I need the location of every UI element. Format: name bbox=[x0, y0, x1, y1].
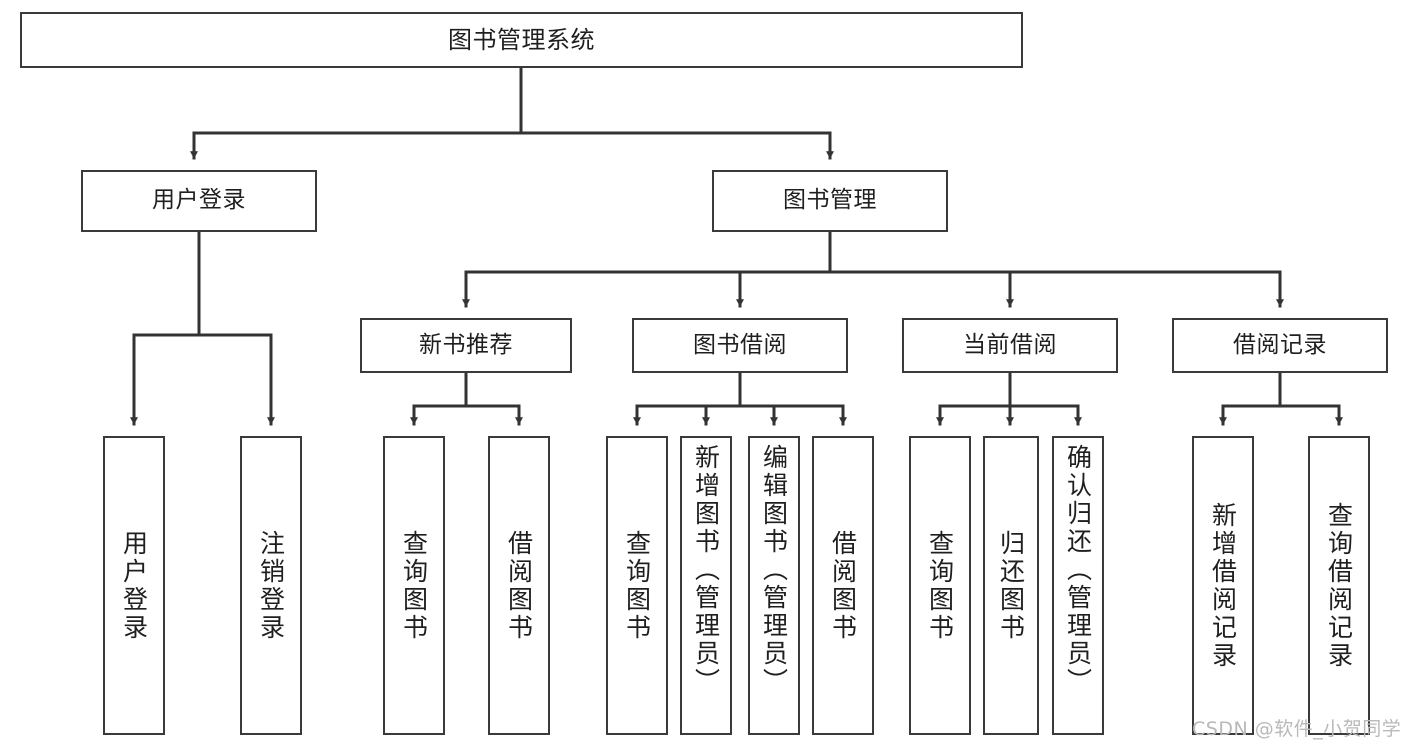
node-leaf-current-return-book[interactable]: 归还图书 bbox=[983, 436, 1039, 735]
node-leaf-borrow-edit-book-admin[interactable]: 编辑图书（管理员） bbox=[748, 436, 800, 735]
node-leaf-borrow-add-book-admin[interactable]: 新增图书（管理员） bbox=[680, 436, 732, 735]
node-label: 借阅图书 bbox=[828, 529, 858, 642]
node-label: 编辑图书（管理员） bbox=[759, 444, 789, 696]
node-root-system[interactable]: 图书管理系统 bbox=[20, 12, 1023, 68]
node-label: 新增借阅记录 bbox=[1208, 501, 1238, 670]
node-leaf-records-query-record[interactable]: 查询借阅记录 bbox=[1308, 436, 1370, 735]
node-label: 查询图书 bbox=[622, 529, 652, 642]
node-label: 确认归还（管理员） bbox=[1063, 444, 1093, 696]
node-label: 图书管理 bbox=[783, 187, 877, 214]
node-label: 新增图书（管理员） bbox=[691, 444, 721, 696]
csdn-watermark: CSDN @软件_小贺同学 bbox=[1192, 718, 1402, 740]
node-label: 用户登录 bbox=[152, 187, 246, 214]
node-label: 用户登录 bbox=[119, 529, 149, 642]
node-label: 注销登录 bbox=[256, 529, 286, 642]
node-leaf-borrow-borrow-book[interactable]: 借阅图书 bbox=[812, 436, 874, 735]
node-book-management[interactable]: 图书管理 bbox=[712, 170, 948, 232]
node-leaf-records-add-record[interactable]: 新增借阅记录 bbox=[1192, 436, 1254, 735]
node-borrow-records[interactable]: 借阅记录 bbox=[1172, 318, 1388, 373]
node-label: 归还图书 bbox=[996, 529, 1026, 642]
node-new-book-recommend[interactable]: 新书推荐 bbox=[360, 318, 572, 373]
node-user-login[interactable]: 用户登录 bbox=[81, 170, 317, 232]
node-label: 新书推荐 bbox=[419, 331, 513, 358]
node-current-borrow[interactable]: 当前借阅 bbox=[902, 318, 1118, 373]
node-label: 查询图书 bbox=[399, 529, 429, 642]
node-label: 当前借阅 bbox=[963, 331, 1057, 358]
node-label: 图书管理系统 bbox=[448, 25, 595, 54]
node-leaf-new-borrow-book[interactable]: 借阅图书 bbox=[488, 436, 550, 735]
node-leaf-user-login-signin[interactable]: 用户登录 bbox=[103, 436, 165, 735]
node-label: 查询图书 bbox=[925, 529, 955, 642]
node-leaf-current-query-book[interactable]: 查询图书 bbox=[909, 436, 971, 735]
node-label: 图书借阅 bbox=[693, 331, 787, 358]
node-book-borrow[interactable]: 图书借阅 bbox=[632, 318, 848, 373]
node-leaf-borrow-query-book[interactable]: 查询图书 bbox=[606, 436, 668, 735]
node-label: 借阅图书 bbox=[504, 529, 534, 642]
node-label: 查询借阅记录 bbox=[1324, 501, 1354, 670]
node-leaf-user-login-signout[interactable]: 注销登录 bbox=[240, 436, 302, 735]
node-leaf-new-query-book[interactable]: 查询图书 bbox=[383, 436, 445, 735]
node-leaf-current-confirm-return-admin[interactable]: 确认归还（管理员） bbox=[1052, 436, 1104, 735]
node-label: 借阅记录 bbox=[1233, 331, 1327, 358]
